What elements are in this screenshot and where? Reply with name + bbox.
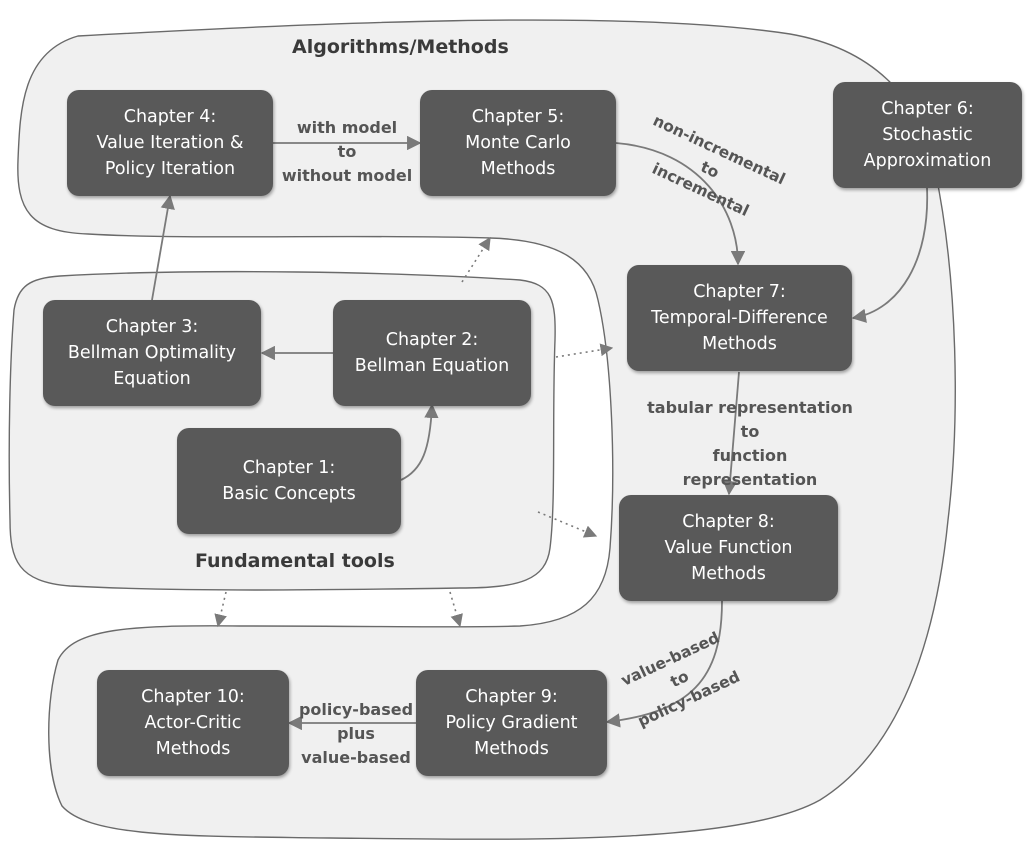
chapter-2-box[interactable]: Chapter 2: Bellman Equation — [333, 300, 531, 406]
dotted-arrow-to-bottom-left — [214, 591, 227, 628]
arrow-ch1-to-ch2 — [400, 403, 439, 481]
chapter-5-label: Chapter 5: Monte Carlo Methods — [465, 107, 571, 179]
arrow-ch3-to-ch4 — [151, 194, 175, 301]
edge-label-ch8-ch9-line2: to — [668, 667, 692, 691]
chapter-3-label: Chapter 3: Bellman Optimality Equation — [67, 317, 237, 389]
edge-label-ch5-ch7-line2: to — [698, 158, 722, 182]
dotted-arrow-to-ch8 — [537, 511, 598, 538]
chapter-2-label: Chapter 2: Bellman Equation — [354, 330, 510, 376]
chapter-6-box[interactable]: Chapter 6: Stochastic Approximation — [833, 82, 1022, 188]
chapter-8-box[interactable]: Chapter 8: Value Function Methods — [619, 495, 838, 601]
chapter-10-box[interactable]: Chapter 10: Actor-Critic Methods — [97, 670, 289, 776]
fundamental-tools-title: Fundamental tools — [195, 550, 395, 572]
chapter-4-box[interactable]: Chapter 4: Value Iteration & Policy Iter… — [67, 90, 273, 196]
chapter-8-label: Chapter 8: Value Function Methods — [664, 512, 793, 584]
edge-label-ch7-ch8: tabular representation to function repre… — [647, 398, 853, 489]
chapter-1-box[interactable]: Chapter 1: Basic Concepts — [177, 428, 401, 534]
dotted-arrow-to-algorithms-top — [461, 236, 491, 283]
edge-label-ch9-ch10: policy-based plus value-based — [298, 700, 414, 767]
chapter-4-label: Chapter 4: Value Iteration & Policy Iter… — [96, 107, 244, 179]
chapter-3-box[interactable]: Chapter 3: Bellman Optimality Equation — [43, 300, 261, 406]
chapter-10-label: Chapter 10: Actor-Critic Methods — [141, 687, 245, 759]
arrow-ch6-to-ch7 — [851, 187, 929, 323]
dotted-arrow-to-bottom-right — [449, 591, 463, 628]
arrow-ch7-to-ch8 — [722, 371, 740, 496]
chapter-1-label: Chapter 1: Basic Concepts — [222, 458, 356, 504]
chapter-7-box[interactable]: Chapter 7: Temporal-Difference Methods — [627, 265, 852, 371]
dotted-arrow-to-ch7 — [555, 343, 614, 358]
chapter-7-label: Chapter 7: Temporal-Difference Methods — [651, 282, 828, 354]
chapter-9-label: Chapter 9: Policy Gradient Methods — [445, 687, 578, 759]
chapter-9-box[interactable]: Chapter 9: Policy Gradient Methods — [416, 670, 607, 776]
chapter-6-label: Chapter 6: Stochastic Approximation — [863, 99, 992, 171]
arrow-ch8-to-ch9 — [605, 600, 723, 728]
chapter-5-box[interactable]: Chapter 5: Monte Carlo Methods — [420, 90, 616, 196]
arrow-ch5-to-ch7 — [615, 142, 746, 266]
algorithms-methods-title: Algorithms/Methods — [292, 36, 509, 58]
edge-label-ch4-ch5: with model to without model — [281, 118, 413, 185]
